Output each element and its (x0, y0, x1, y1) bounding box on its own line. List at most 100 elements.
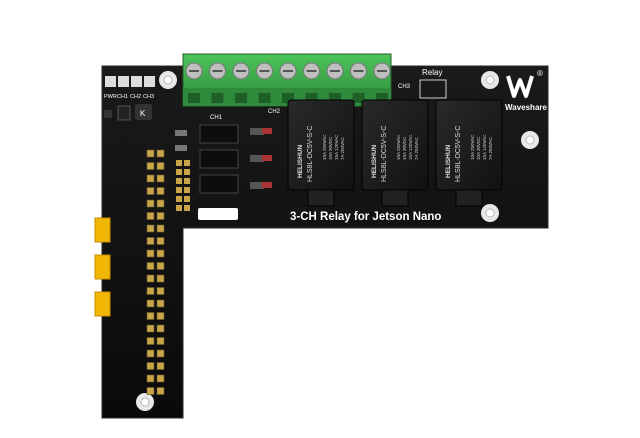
screw (350, 62, 367, 103)
header-pin (176, 160, 182, 166)
header-pin (176, 205, 182, 211)
header-pin (176, 196, 182, 202)
header-pin (146, 262, 155, 270)
relay-rating: 10A 30VDC (476, 136, 481, 160)
header-pin (156, 262, 165, 270)
registered-mark: ® (537, 69, 543, 78)
header-pin (146, 162, 155, 170)
screw (185, 62, 203, 103)
screw (209, 62, 226, 103)
relay-model: HLS8L-DC5V-S-C (455, 126, 462, 182)
header-pin (176, 169, 182, 175)
relay-label: Relay (422, 68, 442, 77)
header-pin (184, 178, 190, 184)
screw-terminal-block (182, 53, 392, 107)
led-label-pwr: PWR (104, 94, 117, 100)
relay-model: HLS8L-DC5V-S-C (381, 126, 388, 182)
header-pin (156, 337, 165, 345)
relay-rating: 10A 30VDC (402, 136, 407, 160)
relay-rating: 10A 250VAC (322, 134, 327, 160)
relay-rating: 7A 250VAC (340, 136, 345, 160)
screw (373, 62, 391, 103)
header-pin (156, 237, 165, 245)
header-pin (156, 187, 165, 195)
header-pin (184, 160, 190, 166)
smd-chip (117, 105, 131, 121)
relay-rating: 10A 250VAC (470, 134, 475, 160)
header-pin (146, 274, 155, 283)
header-pin (156, 324, 165, 333)
header-pin (146, 324, 155, 333)
header-pin (146, 174, 155, 183)
waveshare-logo (506, 75, 534, 98)
relay-rating: 15A 120VAC (482, 134, 487, 160)
status-leds (105, 76, 155, 87)
relay-maker: HELISHUN (371, 144, 378, 178)
gpio-header (146, 149, 190, 395)
header-pin (146, 299, 155, 308)
board-cutout (198, 208, 238, 220)
header-pin (146, 287, 155, 295)
header-pin (156, 149, 165, 158)
header-pin (156, 249, 165, 258)
header-pin (146, 387, 155, 395)
header-pin (184, 187, 190, 193)
header-pin (146, 237, 155, 245)
header-pin (156, 274, 165, 283)
header-pin (156, 362, 165, 370)
header-pin (146, 337, 155, 345)
smd-resistor (104, 110, 112, 118)
screw (303, 62, 320, 103)
relay-rating: 10A 250VAC (396, 134, 401, 160)
relay-maker: HELISHUN (297, 144, 304, 178)
header-pin (156, 287, 165, 295)
k-jumper (135, 104, 152, 120)
relay-rating: 15A 120VAC (334, 134, 339, 160)
header-pin (146, 374, 155, 383)
relay-rating: 10A 30VDC (328, 136, 333, 160)
led-label-ch1: CH1 (117, 94, 128, 100)
smd-components (175, 128, 272, 189)
relay-rating: 15A 120VAC (408, 134, 413, 160)
header-pin (156, 162, 165, 170)
header-pin (146, 187, 155, 195)
channel-label-3: CH3 (398, 84, 411, 90)
header-pin (146, 199, 155, 208)
relay-maker: HELISHUN (445, 144, 452, 178)
led-label-ch2: CH2 (130, 94, 141, 100)
header-pin (156, 312, 165, 320)
header-pin (146, 212, 155, 220)
header-pin (156, 374, 165, 383)
header-pin (146, 362, 155, 370)
header-pin (184, 169, 190, 175)
header-pin (184, 205, 190, 211)
relay-rating: 7A 250VAC (488, 136, 493, 160)
header-pin (146, 224, 155, 233)
screw (279, 62, 297, 103)
header-pin (146, 149, 155, 158)
header-pin (156, 224, 165, 233)
yellow-jumpers (94, 217, 111, 317)
screw (256, 62, 273, 103)
mounting-holes (136, 71, 539, 411)
header-pin (156, 349, 165, 358)
optocouplers (199, 124, 239, 194)
k-label: K (140, 109, 146, 118)
header-pin (156, 199, 165, 208)
screw (232, 62, 250, 103)
header-pin (156, 299, 165, 308)
header-pin (156, 174, 165, 183)
relay-model: HLS8L-DC5V-S-C (307, 126, 314, 182)
channel-label-1: CH1 (210, 115, 223, 121)
header-pin (176, 187, 182, 193)
relay-schematic-symbol (419, 79, 447, 99)
channel-label-2: CH2 (268, 109, 281, 115)
header-pin (184, 196, 190, 202)
led-label-ch3: CH3 (143, 94, 154, 100)
